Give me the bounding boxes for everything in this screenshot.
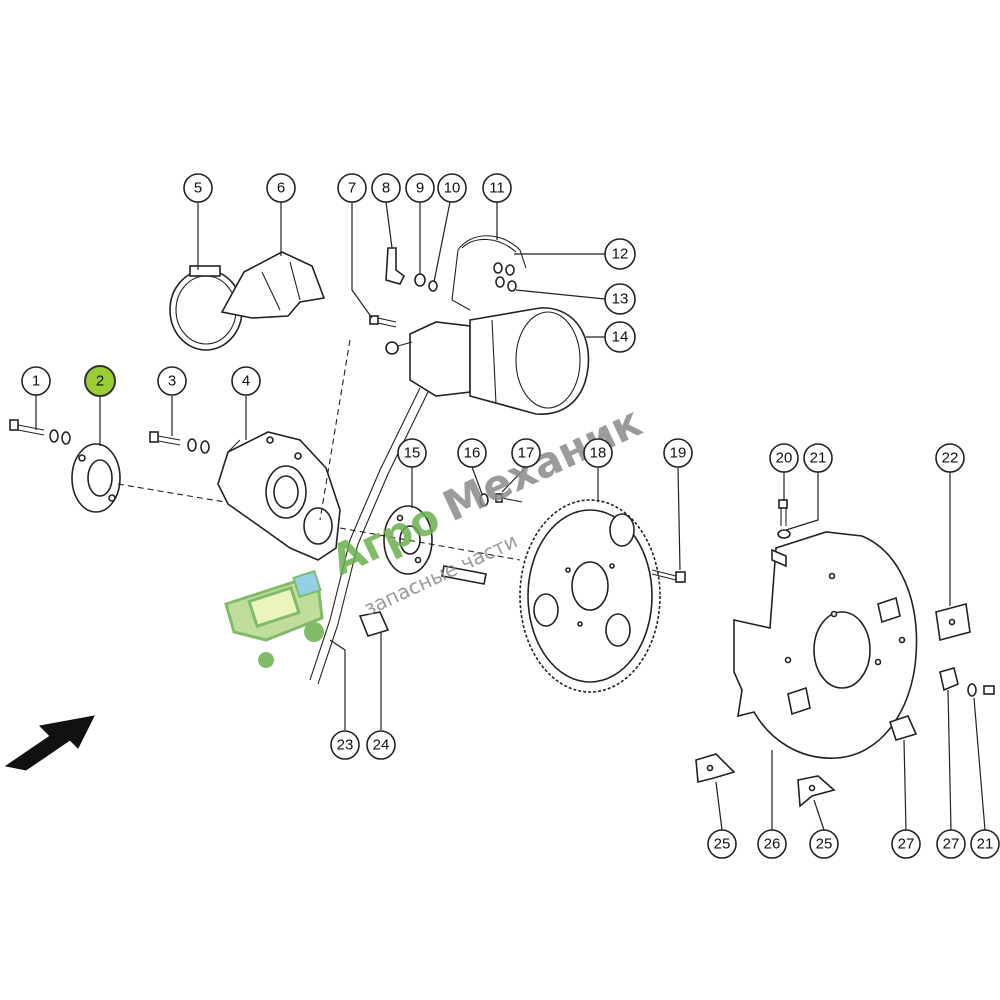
part-cable-11 <box>451 235 527 311</box>
svg-text:12: 12 <box>612 246 629 263</box>
axis-line-2-4 <box>117 483 226 503</box>
callout-26[interactable]: 26 <box>757 829 787 859</box>
svg-text:24: 24 <box>373 737 390 754</box>
svg-text:14: 14 <box>612 329 629 346</box>
part-bolt-1 <box>9 419 71 445</box>
svg-text:20: 20 <box>776 450 793 467</box>
part-bracket-25-right <box>797 775 836 808</box>
leader-lines <box>35 201 986 831</box>
part-washer-13 <box>495 276 517 292</box>
part-bracket-25-left <box>695 753 736 784</box>
part-starter-motor-14 <box>385 307 590 415</box>
svg-text:3: 3 <box>168 373 176 390</box>
svg-text:8: 8 <box>382 180 390 197</box>
callout-17[interactable]: 17 <box>511 438 541 468</box>
svg-text:2: 2 <box>96 373 104 390</box>
cable-harness <box>309 387 421 681</box>
svg-text:19: 19 <box>670 445 687 462</box>
callout-5[interactable]: 5 <box>183 173 213 203</box>
part-plate-22 <box>935 602 971 642</box>
svg-text:23: 23 <box>337 737 354 754</box>
part-bolt-20 <box>778 499 788 526</box>
svg-text:27: 27 <box>943 836 960 853</box>
svg-text:25: 25 <box>714 836 731 853</box>
callout-23[interactable]: 23 <box>330 730 360 760</box>
callout-12[interactable]: 12 <box>604 238 636 270</box>
part-clip-27-right <box>939 667 959 692</box>
callout-21-top[interactable]: 21 <box>803 443 833 473</box>
svg-text:21: 21 <box>977 836 994 853</box>
callout-3[interactable]: 3 <box>157 366 187 396</box>
part-cover-6 <box>220 251 326 319</box>
callout-2[interactable]: 2 <box>84 365 116 397</box>
svg-text:17: 17 <box>518 445 535 462</box>
part-bolt-17 <box>495 493 523 503</box>
part-nut-12 <box>493 262 515 276</box>
svg-text:26: 26 <box>764 836 781 853</box>
svg-text:21: 21 <box>810 450 827 467</box>
part-washer-10 <box>428 280 438 292</box>
callout-27-right[interactable]: 27 <box>936 829 966 859</box>
callout-4[interactable]: 4 <box>231 366 261 396</box>
callout-9[interactable]: 9 <box>405 173 435 203</box>
part-key-bar <box>441 565 487 585</box>
part-housing-4 <box>217 431 341 561</box>
callout-15[interactable]: 15 <box>397 438 427 468</box>
callout-6[interactable]: 6 <box>266 173 296 203</box>
callout-22[interactable]: 22 <box>935 443 965 473</box>
svg-text:11: 11 <box>489 180 505 197</box>
part-bolt-7 <box>369 315 397 328</box>
callout-24[interactable]: 24 <box>366 730 396 760</box>
part-washer-21-top <box>777 529 791 539</box>
callout-18[interactable]: 18 <box>583 438 613 468</box>
part-nut-9 <box>414 273 426 287</box>
part-elbow-8 <box>385 247 406 285</box>
part-bolt-3 <box>149 431 210 454</box>
svg-text:1: 1 <box>32 373 40 390</box>
callout-25-right[interactable]: 25 <box>809 829 839 859</box>
part-pinion-15 <box>383 505 433 575</box>
svg-text:13: 13 <box>612 291 629 308</box>
svg-text:9: 9 <box>416 180 424 197</box>
callout-21-bottom[interactable]: 21 <box>970 829 1000 859</box>
svg-text:4: 4 <box>242 373 250 390</box>
callout-20[interactable]: 20 <box>769 443 799 473</box>
direction-arrow-icon <box>4 715 95 771</box>
svg-text:10: 10 <box>444 180 461 197</box>
svg-text:16: 16 <box>464 445 481 462</box>
callout-11[interactable]: 11 <box>482 173 512 203</box>
svg-text:25: 25 <box>816 836 833 853</box>
part-clip-27-left <box>888 715 918 741</box>
part-clip-24 <box>358 611 390 637</box>
svg-text:5: 5 <box>194 180 202 197</box>
callout-16[interactable]: 16 <box>457 438 487 468</box>
part-flywheel-cover-26 <box>733 531 918 759</box>
part-seal-ring-2 <box>71 443 121 513</box>
parts-drawing <box>4 235 995 808</box>
callout-25-left[interactable]: 25 <box>707 829 737 859</box>
callout-8[interactable]: 8 <box>371 173 401 203</box>
axis-line-pinion <box>339 527 521 561</box>
svg-text:27: 27 <box>898 836 915 853</box>
combine-harvester-icon <box>224 569 324 668</box>
callout-1[interactable]: 1 <box>21 366 51 396</box>
part-ring-gear-18 <box>519 499 661 693</box>
callout-19[interactable]: 19 <box>663 438 693 468</box>
part-bolt-19 <box>651 569 686 583</box>
svg-text:18: 18 <box>590 445 607 462</box>
callout-10[interactable]: 10 <box>437 173 467 203</box>
callout-13[interactable]: 13 <box>604 283 636 315</box>
callout-14[interactable]: 14 <box>604 321 636 353</box>
svg-text:22: 22 <box>942 450 959 467</box>
axis-line-14-4 <box>319 339 351 521</box>
callout-7[interactable]: 7 <box>337 173 367 203</box>
part-washer-16 <box>479 493 489 507</box>
svg-text:15: 15 <box>404 445 421 462</box>
callout-27-left[interactable]: 27 <box>891 829 921 859</box>
callouts: 1 2 3 4 5 6 7 8 9 10 11 12 13 14 15 16 1… <box>21 173 1000 859</box>
part-washer-21-right <box>967 683 995 697</box>
svg-text:6: 6 <box>277 180 285 197</box>
svg-text:7: 7 <box>348 180 356 197</box>
